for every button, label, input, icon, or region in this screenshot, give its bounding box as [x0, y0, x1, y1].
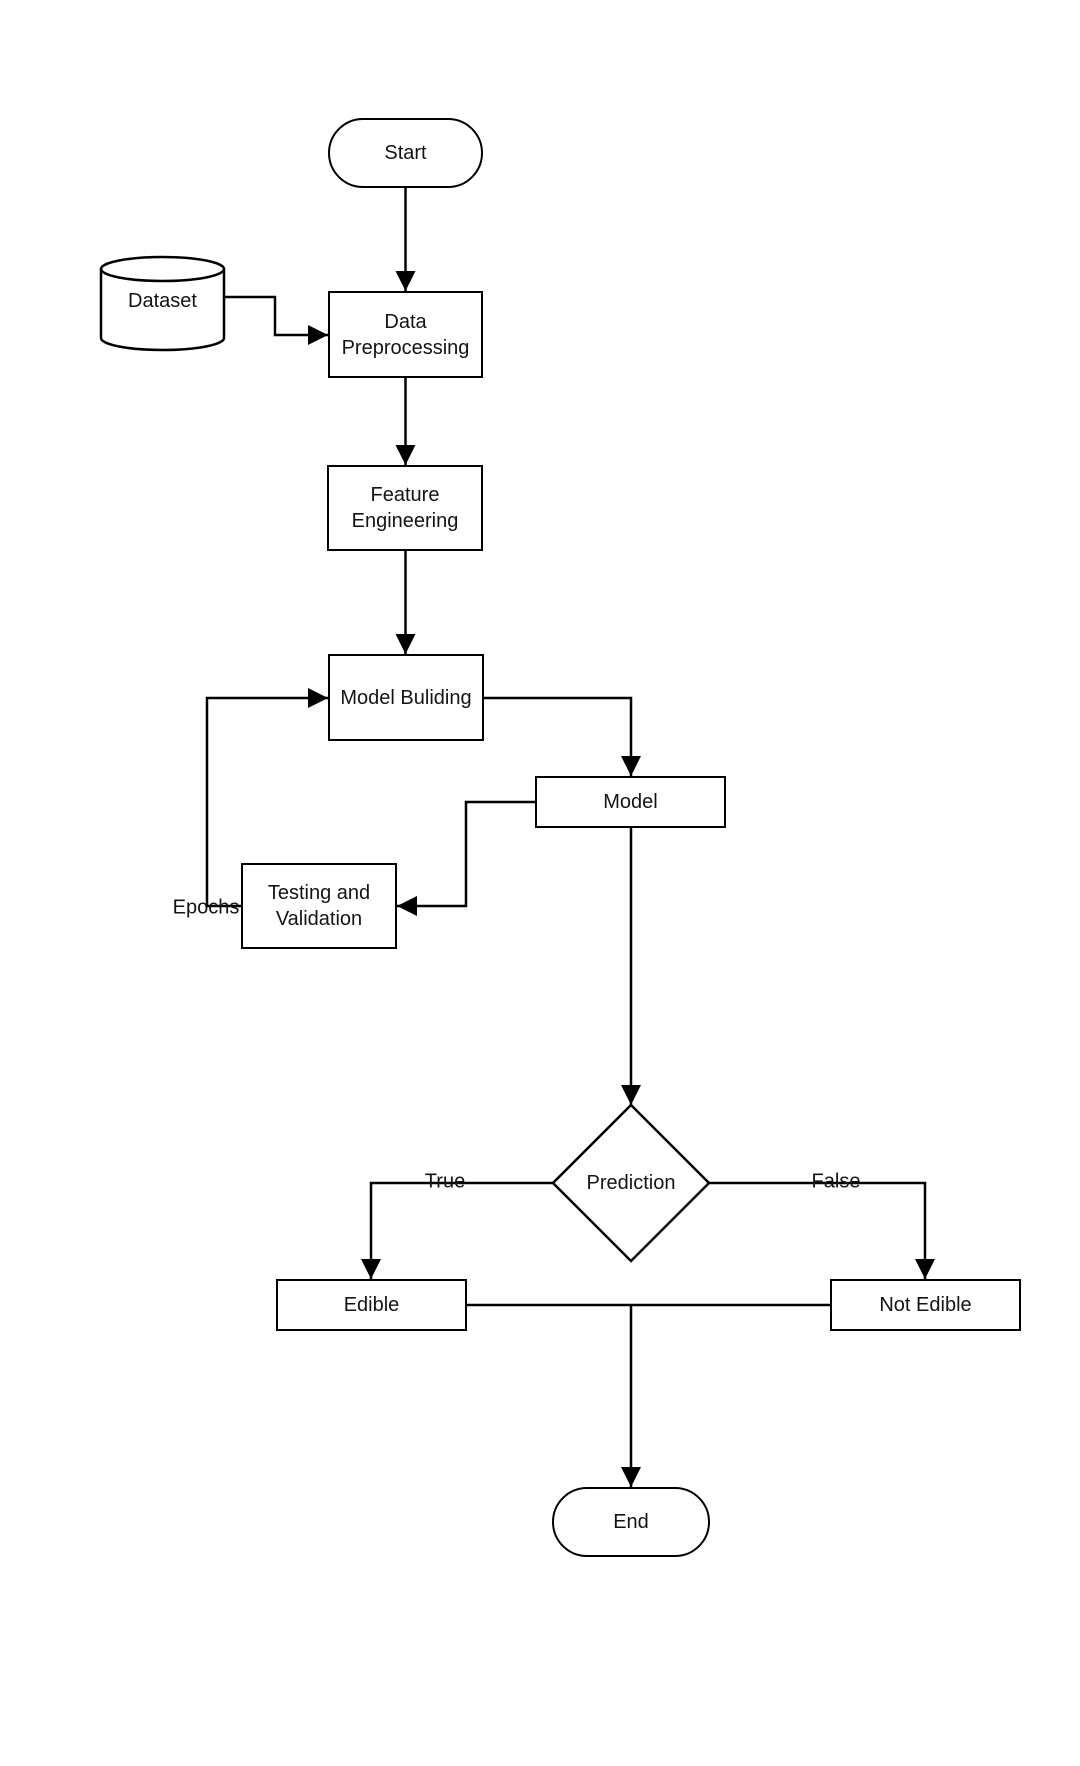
edge-label-epochs: Epochs [172, 896, 240, 919]
node-not-edible-label: Not Edible [879, 1294, 972, 1316]
edge-label-false: False [811, 1170, 861, 1193]
node-start: Start [328, 118, 483, 188]
edge-dataset-to-preprocessing [224, 295, 328, 345]
node-model-label: Model [603, 791, 658, 813]
node-edible: Edible [276, 1279, 467, 1331]
edge-prediction-true-to-edible [361, 1181, 553, 1279]
node-dataset: Dataset [101, 257, 224, 345]
edge-prediction-false-to-not-edible [708, 1181, 935, 1279]
edge-model-building-to-model [484, 696, 641, 776]
node-model: Model [535, 776, 726, 828]
node-edible-label: Edible [343, 1294, 400, 1316]
node-data-preprocessing: Data Preprocessing [328, 291, 483, 378]
node-data-preprocessing-label: Data Preprocessing [341, 310, 470, 359]
prediction-diamond-shape [551, 1103, 711, 1263]
node-testing-validation-label: Testing and Validation [267, 882, 371, 930]
edge-label-true: True [424, 1170, 466, 1193]
node-prediction: Prediction [553, 1105, 709, 1261]
node-start-label: Start [384, 142, 427, 164]
node-not-edible: Not Edible [830, 1279, 1021, 1331]
node-feature-engineering: Feature Engineering [327, 465, 483, 551]
node-model-building: Model Buliding [328, 654, 484, 741]
node-model-building-label: Model Buliding [340, 686, 472, 709]
node-end: End [552, 1487, 710, 1557]
edge-testing-validation-to-model-building-epochs [205, 688, 328, 908]
dataset-cylinder-lip [99, 268, 226, 283]
node-dataset-label: Dataset [128, 290, 197, 312]
node-prediction-label: Prediction [586, 1172, 676, 1194]
node-feature-engineering-label: Feature Engineering [351, 484, 459, 532]
node-testing-validation: Testing and Validation [241, 863, 397, 949]
node-end-label: End [613, 1511, 649, 1533]
edge-model-to-testing-validation [397, 800, 535, 916]
